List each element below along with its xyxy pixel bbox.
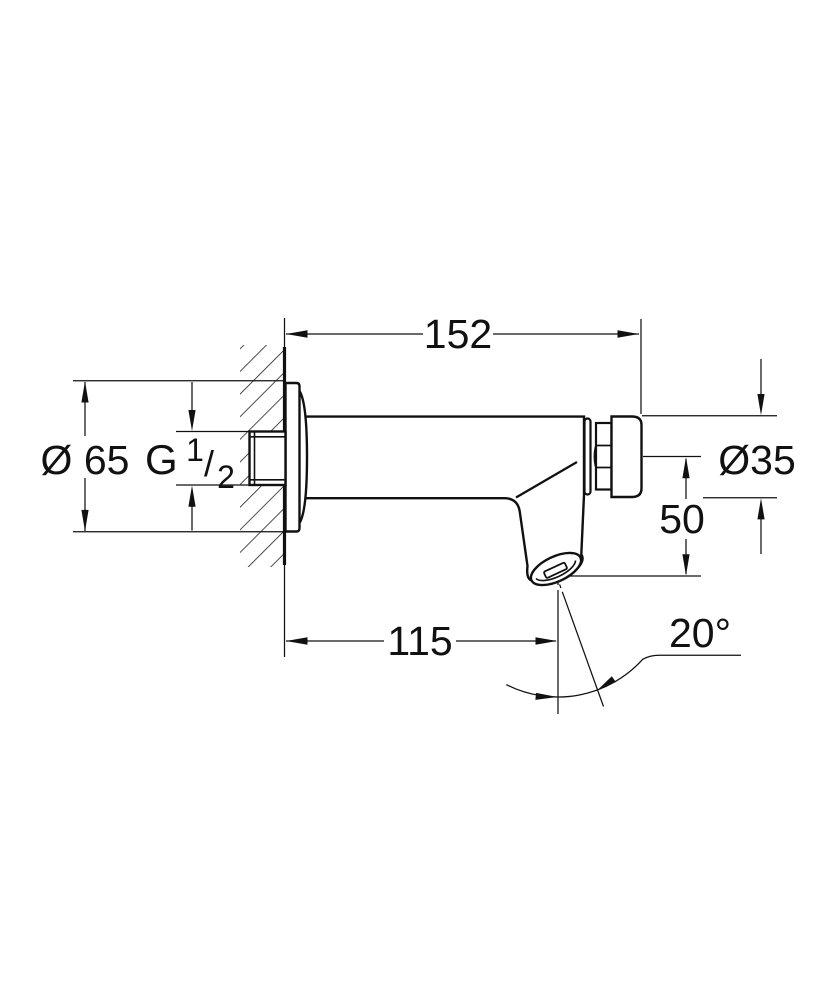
thread-label-denominator: 2 (217, 459, 235, 495)
outlet-slot (543, 561, 568, 579)
inlet-nipple (248, 430, 287, 487)
escutcheon (284, 381, 309, 533)
arrowhead-up (757, 498, 765, 520)
arrowhead-up (188, 485, 196, 507)
body-silhouette (301, 415, 586, 586)
front-assembly (583, 415, 643, 499)
dim-thread: G 1 / 2 (145, 382, 250, 531)
arrowhead-on-vertical (535, 692, 558, 700)
arrowhead-right (617, 330, 639, 338)
dim-label-flow-angle: 20° (669, 610, 731, 656)
arrowhead-down (757, 394, 765, 416)
dim-outlet-drop: 50 (570, 455, 705, 577)
angle-arc-and-leader (506, 654, 741, 698)
spout-outlet (529, 551, 583, 587)
end-cap-ring (583, 417, 592, 496)
dim-knob-diameter: Ø35 (642, 359, 796, 554)
arrowhead-up (81, 381, 89, 403)
flange-dome-edge (298, 390, 309, 524)
dim-label-overall-length: 152 (424, 311, 492, 357)
dim-overall-length: 152 (286, 311, 642, 414)
arrowhead-right (535, 637, 557, 645)
extension-lines (176, 430, 250, 486)
arrowhead-down (682, 554, 690, 576)
arrowhead-on-angled (597, 676, 616, 691)
thread-label-g: G (145, 436, 178, 483)
dim-flange-diameter: Ø 65 (41, 380, 285, 533)
dim-label-outlet-drop: 50 (659, 496, 705, 542)
extension-lines (642, 415, 777, 499)
flow-angle-line (559, 584, 605, 707)
dim-label-knob-diameter: Ø35 (718, 437, 796, 483)
nipple-thread-lines (249, 431, 286, 485)
arrowhead-up (682, 457, 690, 479)
dim-label-flange-diameter: Ø 65 (41, 437, 130, 483)
thread-label-slash: / (204, 443, 214, 484)
arrowhead-left (286, 637, 308, 645)
extension-lines (73, 380, 285, 533)
dim-flow-angle: 20° (506, 581, 741, 714)
dim-label-spout-reach: 115 (387, 618, 452, 664)
chamfer-edge (515, 461, 578, 499)
hex-nut-bands (596, 444, 612, 469)
flange-plate (284, 381, 301, 533)
arrowhead-down (81, 509, 89, 532)
thread-label-numerator: 1 (186, 432, 204, 468)
arrowhead-left (286, 330, 308, 338)
arrowhead-down (188, 410, 196, 431)
dim-spout-reach: 115 (286, 618, 557, 664)
tap-body (301, 415, 586, 586)
extension-lines (570, 455, 701, 577)
push-button (610, 415, 643, 499)
hex-nut (594, 421, 613, 491)
nipple-outline (248, 430, 287, 487)
outlet-inner-edge (535, 560, 577, 582)
